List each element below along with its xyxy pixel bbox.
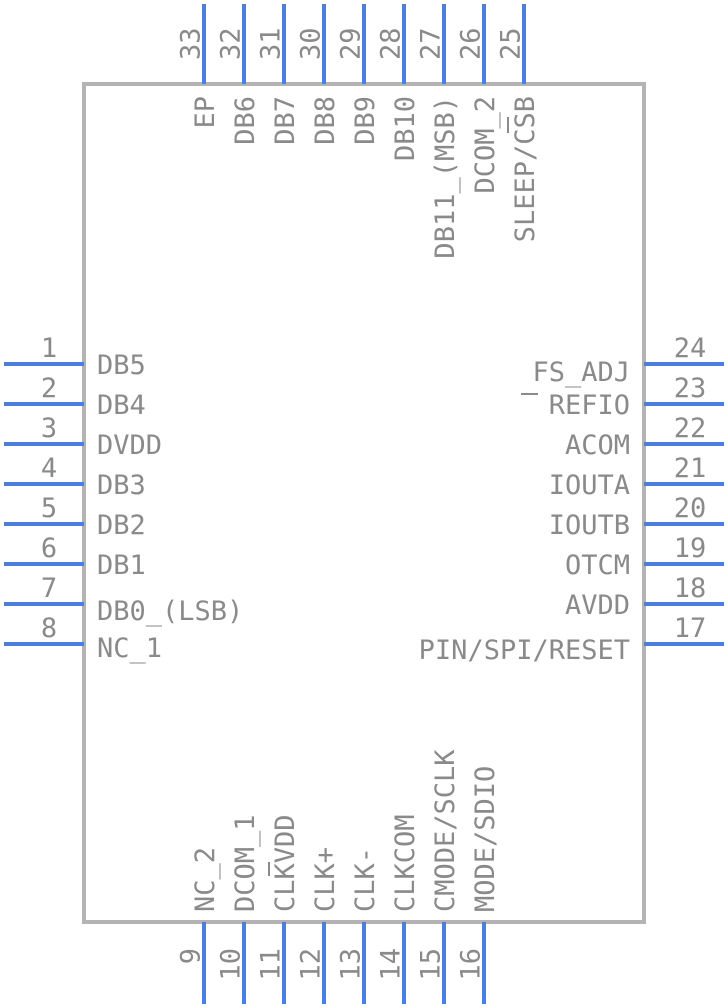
pin-number-24: 24 — [674, 333, 707, 364]
pin-label-14: CLKCOM — [390, 814, 421, 912]
pin-number-22: 22 — [674, 413, 707, 444]
pin-label-6: DB1 — [97, 550, 146, 581]
pin-number-29: 29 — [336, 27, 367, 60]
pin-label-30: DB8 — [310, 96, 341, 145]
pin-label-20: IOUTB — [549, 510, 630, 541]
pin-label-1: DB5 — [97, 350, 146, 381]
pin-label-21: IOUTA — [549, 470, 630, 501]
pin-number-33: 33 — [176, 27, 207, 60]
pin-number-10: 10 — [216, 948, 247, 981]
pin-number-12: 12 — [296, 948, 327, 981]
pin-number-27: 27 — [416, 27, 447, 60]
pin-number-32: 32 — [216, 27, 247, 60]
pin-number-11: 11 — [256, 948, 287, 981]
pin-label-22: ACOM — [565, 430, 630, 461]
overbars-group — [268, 117, 538, 876]
pin-label-26: DCOM_2 — [470, 96, 501, 194]
ic-body — [82, 82, 646, 924]
pin-label-12: CLK+ — [310, 847, 341, 912]
pin-label-17: PIN/SPI/RESET — [419, 635, 630, 666]
pin-label-29: DB9 — [350, 96, 381, 145]
pin-label-31: DB7 — [270, 96, 301, 145]
pin-number-25: 25 — [496, 27, 527, 60]
pin-number-6: 6 — [41, 533, 57, 564]
pin-label-2: DB4 — [97, 390, 146, 421]
pin-number-20: 20 — [674, 493, 707, 524]
pin-number-4: 4 — [41, 453, 57, 484]
pin-number-5: 5 — [41, 493, 57, 524]
pin-label-33: EP — [190, 96, 221, 129]
pin-number-16: 16 — [456, 948, 487, 981]
pin-label-18: AVDD — [565, 590, 630, 621]
pin-label-19: OTCM — [565, 550, 630, 581]
pin-label-9: NC_2 — [190, 847, 221, 912]
pin-number-15: 15 — [416, 948, 447, 981]
pin-number-19: 19 — [674, 533, 707, 564]
pin-number-14: 14 — [376, 948, 407, 981]
pin-label-3: DVDD — [97, 430, 162, 461]
pin-label-25: SLEEP/CSB — [510, 96, 541, 242]
pin-label-15: CMODE/SCLK — [430, 749, 461, 912]
pin-number-3: 3 — [41, 413, 57, 444]
pin-label-23: REFIO — [549, 390, 630, 421]
pin-number-7: 7 — [41, 573, 57, 604]
pin-number-23: 23 — [674, 373, 707, 404]
pin-number-1: 1 — [41, 333, 57, 364]
pin-label-10: DCOM_1 — [230, 814, 261, 912]
pin-number-2: 2 — [41, 373, 57, 404]
pin-number-9: 9 — [176, 948, 207, 964]
pin-label-27: DB11_(MSB) — [430, 96, 461, 259]
pin-label-8: NC_1 — [97, 633, 162, 664]
pin-number-17: 17 — [674, 613, 707, 644]
pin-label-32: DB6 — [230, 96, 261, 145]
pin-number-31: 31 — [256, 27, 287, 60]
pin-number-26: 26 — [456, 27, 487, 60]
pin-label-4: DB3 — [97, 470, 146, 501]
pin-label-5: DB2 — [97, 510, 146, 541]
pin-label-24: FS_ADJ — [532, 357, 630, 388]
pin-label-11: CLKVDD — [270, 814, 301, 912]
pin-number-21: 21 — [674, 453, 707, 484]
pin-label-13: CLK- — [350, 847, 381, 912]
pin-label-16: MODE/SDIO — [470, 766, 501, 912]
pin-number-28: 28 — [376, 27, 407, 60]
pin-number-18: 18 — [674, 573, 707, 604]
pin-number-30: 30 — [296, 27, 327, 60]
pin-number-8: 8 — [41, 613, 57, 644]
pin-number-13: 13 — [336, 948, 367, 981]
pin-label-7: DB0_(LSB) — [97, 596, 243, 627]
pin-label-28: DB10 — [390, 96, 421, 161]
